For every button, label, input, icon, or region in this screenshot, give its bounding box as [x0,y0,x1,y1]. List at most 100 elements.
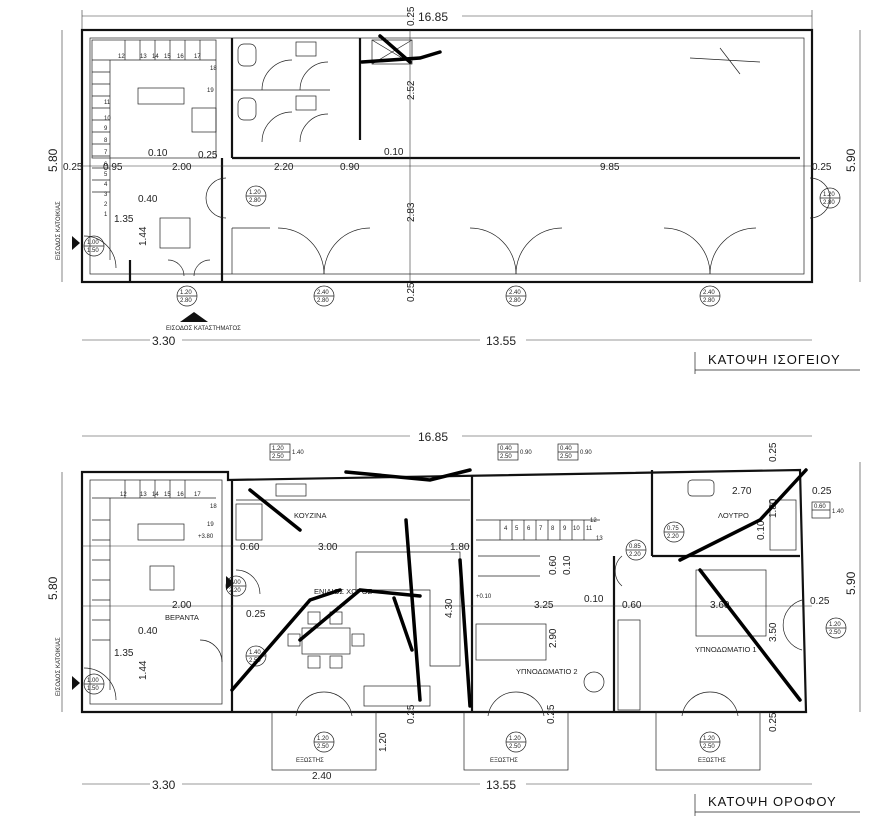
upper-stair-num-12: 12 [120,492,127,498]
ground-door-tag-0: 1.20 2.80 [176,285,198,307]
upper-room-veranda: ΒΕΡΑΝΤΑ [165,613,199,622]
svg-text:2.50: 2.50 [500,454,512,460]
upper-chair-bedroom2 [583,671,605,693]
ground-door-tag-4: 2.402.80 [699,285,721,307]
upper-balcony-2 [463,711,569,771]
ground-inner-wall-line [89,37,805,275]
upper-stove [235,503,263,541]
upper-room-bath: ΛΟΥΤΡΟ [718,511,749,520]
ground-storefront-doors [83,177,831,277]
ground-door-tag-3: 2.402.80 [505,285,527,307]
upper-stair2-6: 6 [527,526,531,532]
ground-outer-wall [80,28,814,284]
ground-stair-num-4: 4 [104,182,108,188]
svg-text:1.50: 1.50 [87,686,99,692]
upper-small-1: 1.35 [114,648,134,659]
svg-text:1.20: 1.20 [180,290,192,296]
upper-vdim-7: 1.20 [378,732,389,752]
upper-hdim-9: 2.70 [732,486,752,497]
ground-top-dim-bg [410,9,462,23]
ground-side-entrance-label: ΕΙΣΟΔΟΣ ΚΑΤΟΙΚΙΑΣ [56,201,62,260]
ground-bottom-dim-bg-1 [150,333,182,347]
upper-door-tag-5: 0.601.40 [811,501,844,519]
svg-text:0.90: 0.90 [520,450,532,456]
upper-door-tag-9: 1.202.50 [825,617,847,639]
ground-stair-num-3: 3 [104,192,108,198]
ground-dim-4: 2.20 [274,162,294,173]
upper-top-dim-bg [410,429,462,443]
svg-text:2.50: 2.50 [509,744,521,750]
upper-vdim-11: 0.25 [768,442,779,462]
ground-vdim-top: 0.25 [406,6,417,26]
upper-hdim-12: 0.25 [812,486,832,497]
ground-stair-num-2: 2 [104,202,108,208]
upper-room-kitchen: ΚΟΥΖΙΝΑ [294,511,326,520]
upper-sofa [355,551,461,667]
ground-stair-num-13: 13 [140,54,147,60]
ground-door-tag-2: 2.402.80 [313,285,335,307]
upper-desk [149,565,175,591]
upper-vdim-9: 0.25 [546,704,557,724]
ground-dim-1: 0.95 [103,162,123,173]
upper-hdim-3: 2.00 [172,600,192,611]
upper-stair-num-19: 19 [207,522,214,528]
upper-bed-1 [695,569,767,637]
ground-desk [191,107,217,133]
ground-title: ΚΑΤΟΨΗ ΙΣΟΓΕΙΟΥ [708,352,841,367]
upper-door-tag-0: 1.001.50 [83,673,105,695]
upper-bed-2 [475,623,547,661]
upper-outer-wall [80,468,808,714]
svg-text:1.20: 1.20 [249,190,261,196]
svg-text:2.20: 2.20 [229,588,241,594]
svg-text:2.20: 2.20 [629,552,641,558]
upper-inner-entrance-arrow [226,576,234,590]
ground-bottom-dim-bg-2 [480,333,526,347]
ground-stair-num-9: 9 [104,126,108,132]
ground-top-dim: 16.85 [418,10,448,24]
svg-text:2.40: 2.40 [317,290,329,296]
upper-stair-num-15: 15 [164,492,171,498]
upper-right-dim: 5.90 [844,571,858,595]
svg-text:1.40: 1.40 [249,650,261,656]
ground-door-tag-6: 1.001.50 [83,235,105,257]
upper-side-entrance-label: ΕΙΣΟΔΟΣ ΚΑΤΟΙΚΙΑΣ [56,637,62,696]
svg-text:0.40: 0.40 [500,446,512,452]
upper-room-bedroom2: ΥΠΝΟΔΩΜΑΤΙΟ 2 [516,667,578,676]
upper-door-tag-3: 0.852.20 [625,539,647,561]
upper-bathtub [769,499,797,551]
svg-text:1.40: 1.40 [832,509,844,515]
upper-stair2-8: 8 [551,526,555,532]
upper-side-entrance-arrow [72,676,80,690]
ground-dim-2: 2.00 [172,162,192,173]
ground-toilet-2 [237,97,257,121]
ground-bench [137,87,185,105]
upper-stair2-4: 4 [504,526,508,532]
svg-text:1.00: 1.00 [87,240,99,246]
upper-wardrobe [617,619,641,711]
svg-text:2.80: 2.80 [180,298,192,304]
svg-text:2.50: 2.50 [317,744,329,750]
upper-window-tag-1: 0.40 2.50 0.90 [497,443,532,461]
svg-text:1.20: 1.20 [317,736,329,742]
upper-bottom-dim-2: 13.55 [486,778,516,792]
upper-window-tag-2: 0.402.50 0.90 [557,443,592,461]
upper-stair2-5: 5 [515,526,519,532]
ground-bottom-dim-1: 3.30 [152,334,176,348]
upper-chair-3 [307,611,321,625]
ground-stair-num-6: 6 [104,162,108,168]
svg-text:1.20: 1.20 [823,192,835,198]
ground-stair-block [91,39,217,159]
upper-tv-unit [363,685,431,707]
upper-stair2-treads [478,520,585,577]
ground-dim-5: 0.90 [340,162,360,173]
svg-text:2.40: 2.40 [703,290,715,296]
upper-chair-2 [351,633,365,647]
upper-stair-num-18: 18 [210,504,217,510]
svg-text:1.00: 1.00 [229,580,241,586]
svg-text:2.50: 2.50 [560,454,572,460]
upper-stair-num-16: 16 [177,492,184,498]
upper-bottom-dim-bg-1 [150,777,182,791]
ground-side-entrance-arrow [72,236,80,250]
svg-text:1.20: 1.20 [509,736,521,742]
upper-scribble-marks [230,468,808,708]
